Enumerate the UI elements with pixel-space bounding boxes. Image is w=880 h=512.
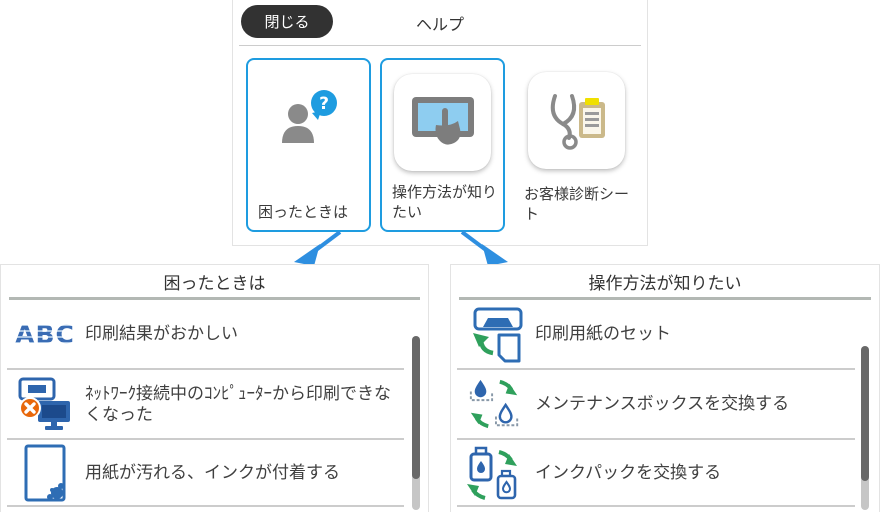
- svg-text:?: ?: [319, 94, 329, 114]
- list-item-label: メンテナンスボックスを交換する: [535, 394, 790, 414]
- topbar-divider: [239, 45, 641, 46]
- list-divider: [457, 505, 855, 507]
- how-to-panel: 操作方法が知りたい 印刷用紙のセット: [450, 264, 880, 512]
- panel-title: 操作方法が知りたい: [588, 273, 742, 293]
- person-question-icon: ?: [274, 89, 344, 156]
- tile-label: 困ったときは: [258, 203, 349, 221]
- tile-label: お客様診断シート: [524, 186, 630, 223]
- help-topbar: 閉じる ヘルプ: [233, 0, 647, 45]
- list-item-label: 用紙が汚れる、インクが付着する: [85, 462, 340, 482]
- scrollbar-thumb[interactable]: [412, 336, 420, 479]
- list-item-load-paper[interactable]: 印刷用紙のセット: [457, 300, 855, 368]
- tile-diagnosis-sheet[interactable]: お客様診断シート: [514, 58, 639, 232]
- touch-screen-icon: [394, 73, 491, 171]
- network-print-error-icon: [17, 375, 73, 433]
- diagnosis-sheet-icon: [528, 71, 625, 169]
- close-button[interactable]: 閉じる: [241, 5, 333, 38]
- list-item-label: ﾈｯﾄﾜｰｸ接続中のｺﾝﾋﾟｭｰﾀｰから印刷できなくなった: [85, 383, 391, 424]
- how-to-list: 印刷用紙のセット メンテナンスボックスを交換する: [451, 300, 855, 507]
- page-title: ヘルプ: [415, 16, 464, 34]
- list-item-ink-pack[interactable]: インクパックを交換する: [457, 438, 855, 505]
- load-paper-icon: [467, 305, 523, 363]
- maintenance-box-icon: [467, 377, 523, 431]
- help-panel: 閉じる ヘルプ ? 困ったとき: [232, 0, 648, 246]
- troubleshooting-list: ABC 印刷結果がおかしい ﾈｯ: [1, 300, 404, 507]
- scrollbar-thumb[interactable]: [861, 346, 869, 481]
- panel-divider: [459, 297, 871, 300]
- tile-label: 操作方法が知りたい: [392, 184, 498, 221]
- ink-pack-icon: [467, 444, 523, 502]
- troubleshooting-panel: 困ったときは ABC 印刷結果がおかしい: [0, 264, 429, 512]
- print-quality-icon: ABC: [15, 319, 75, 349]
- list-item-network-print-error[interactable]: ﾈｯﾄﾜｰｸ接続中のｺﾝﾋﾟｭｰﾀｰから印刷できなくなった: [7, 368, 404, 438]
- arrow-to-troubleshooting: [294, 230, 342, 266]
- arrow-to-how-to: [460, 230, 508, 266]
- stained-paper-icon: [17, 444, 73, 502]
- list-item-label: 印刷結果がおかしい: [85, 324, 238, 344]
- list-divider: [7, 505, 404, 507]
- list-item-label: 印刷用紙のセット: [535, 324, 671, 344]
- tile-how-to-operate[interactable]: 操作方法が知りたい: [380, 58, 505, 232]
- list-item-maintenance-box[interactable]: メンテナンスボックスを交換する: [457, 368, 855, 438]
- panel-title: 困ったときは: [163, 273, 266, 293]
- help-tiles: ? 困ったときは: [246, 58, 639, 232]
- tile-troubleshooting[interactable]: ? 困ったときは: [246, 58, 371, 232]
- list-item-print-quality[interactable]: ABC 印刷結果がおかしい: [7, 300, 404, 368]
- list-item-stained-paper[interactable]: 用紙が汚れる、インクが付着する: [7, 438, 404, 505]
- panel-divider: [9, 297, 420, 300]
- list-item-label: インクパックを交換する: [535, 462, 722, 482]
